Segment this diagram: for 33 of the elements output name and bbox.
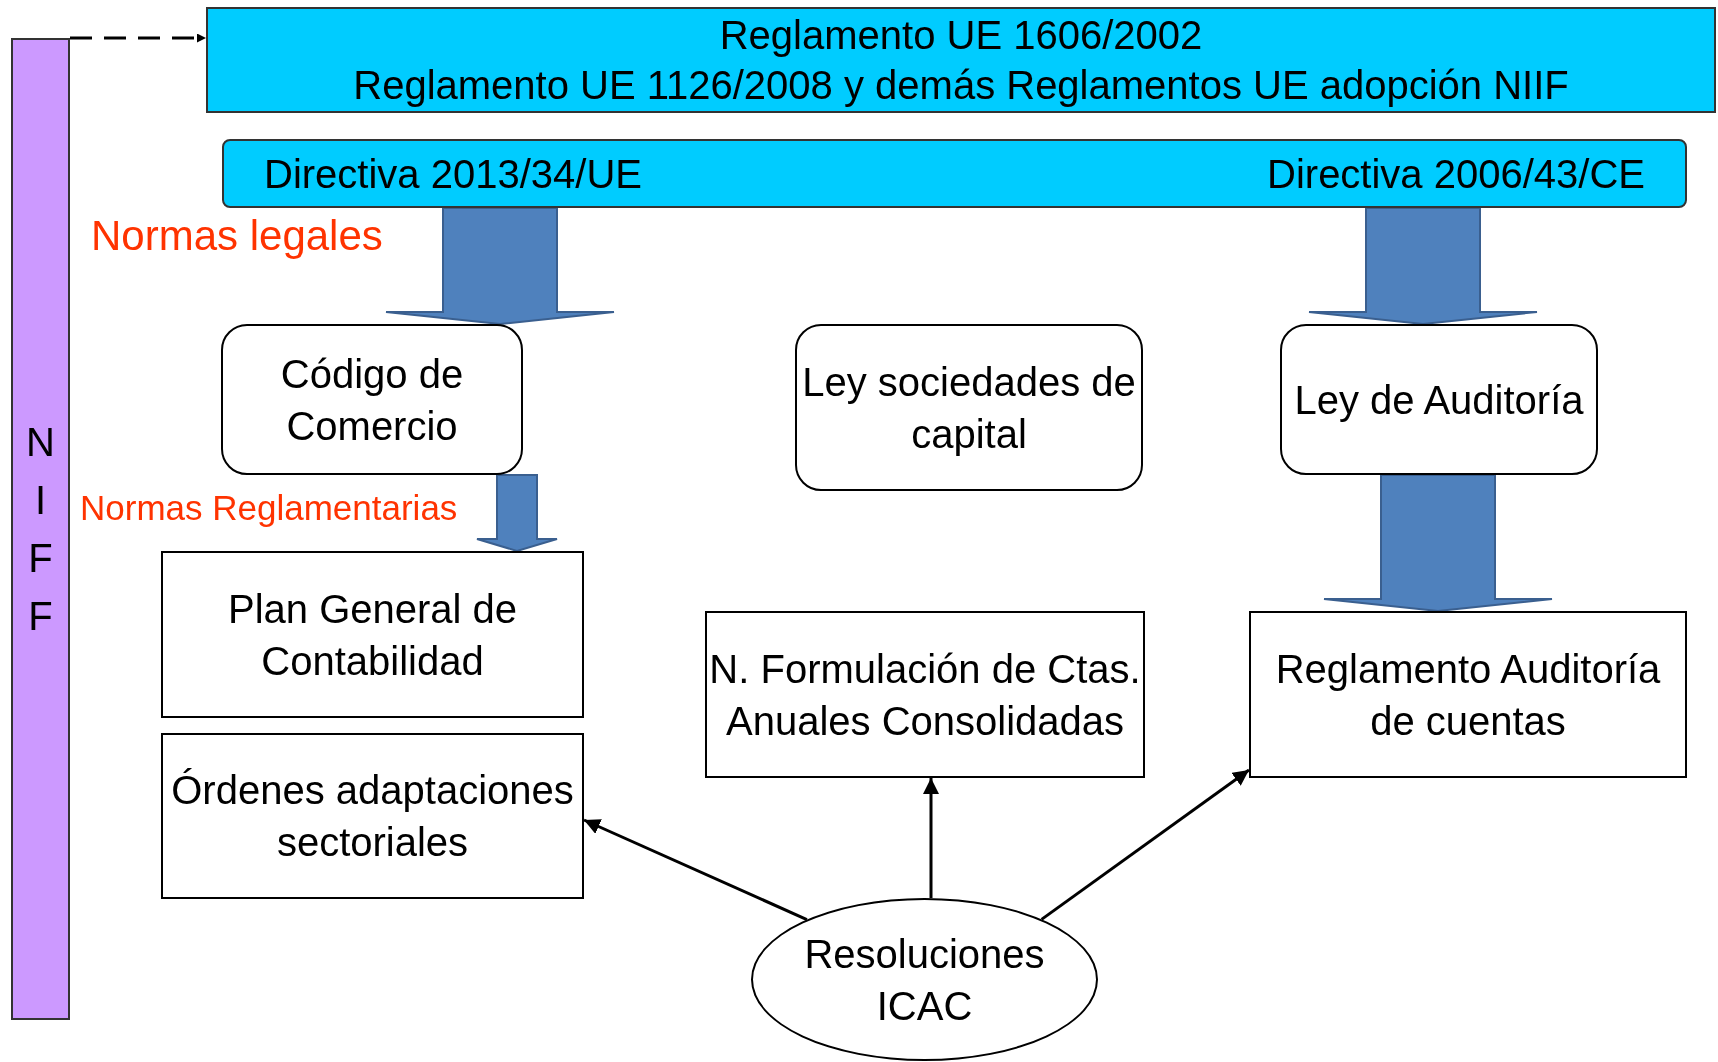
section-label: Normas Reglamentarias [80, 488, 458, 528]
rounded-box [221, 324, 523, 475]
process-box [161, 551, 584, 718]
block-arrow [1308, 207, 1538, 325]
banner-box [206, 7, 1716, 113]
node-text: Código de Comercio [279, 350, 465, 450]
process-box [161, 733, 584, 899]
node-text: Plan General de Contabilidad [226, 585, 519, 685]
dashed-arrow [70, 33, 206, 43]
node-text: Resoluciones ICAC [803, 930, 1046, 1030]
scroll-banner [222, 139, 1687, 208]
node-text: Ley sociedades de capital [801, 358, 1137, 458]
block-arrow [385, 207, 615, 325]
arrow [1040, 768, 1250, 921]
rounded-box [795, 324, 1143, 491]
node-text: Reglamento UE 1606/2002 [719, 12, 1203, 59]
process-box [1249, 611, 1687, 778]
node-text: N I F F [25, 419, 56, 640]
arrow [923, 778, 939, 899]
node-text: Directiva 2013/34/UE [264, 150, 642, 198]
rounded-box [1280, 324, 1598, 475]
process-box [705, 611, 1145, 778]
node-text: Reglamento UE 1126/2008 y demás Reglamentos UE adopción NIIF [353, 62, 1569, 109]
vertical-bar [11, 38, 70, 1020]
node-text: Órdenes adaptaciones sectoriales [170, 767, 575, 866]
node-text: Reglamento Auditoría de cuentas [1274, 645, 1662, 745]
node-text: Ley de Auditoría [1294, 376, 1584, 424]
arrow [583, 818, 808, 921]
section-label: Normas legales [91, 212, 383, 260]
block-arrow [1323, 474, 1553, 612]
block-arrow [476, 474, 558, 553]
node-text: Directiva 2006/43/CE [1267, 150, 1645, 198]
node-text: N. Formulación de Ctas. Anuales Consolidadas [708, 645, 1142, 745]
